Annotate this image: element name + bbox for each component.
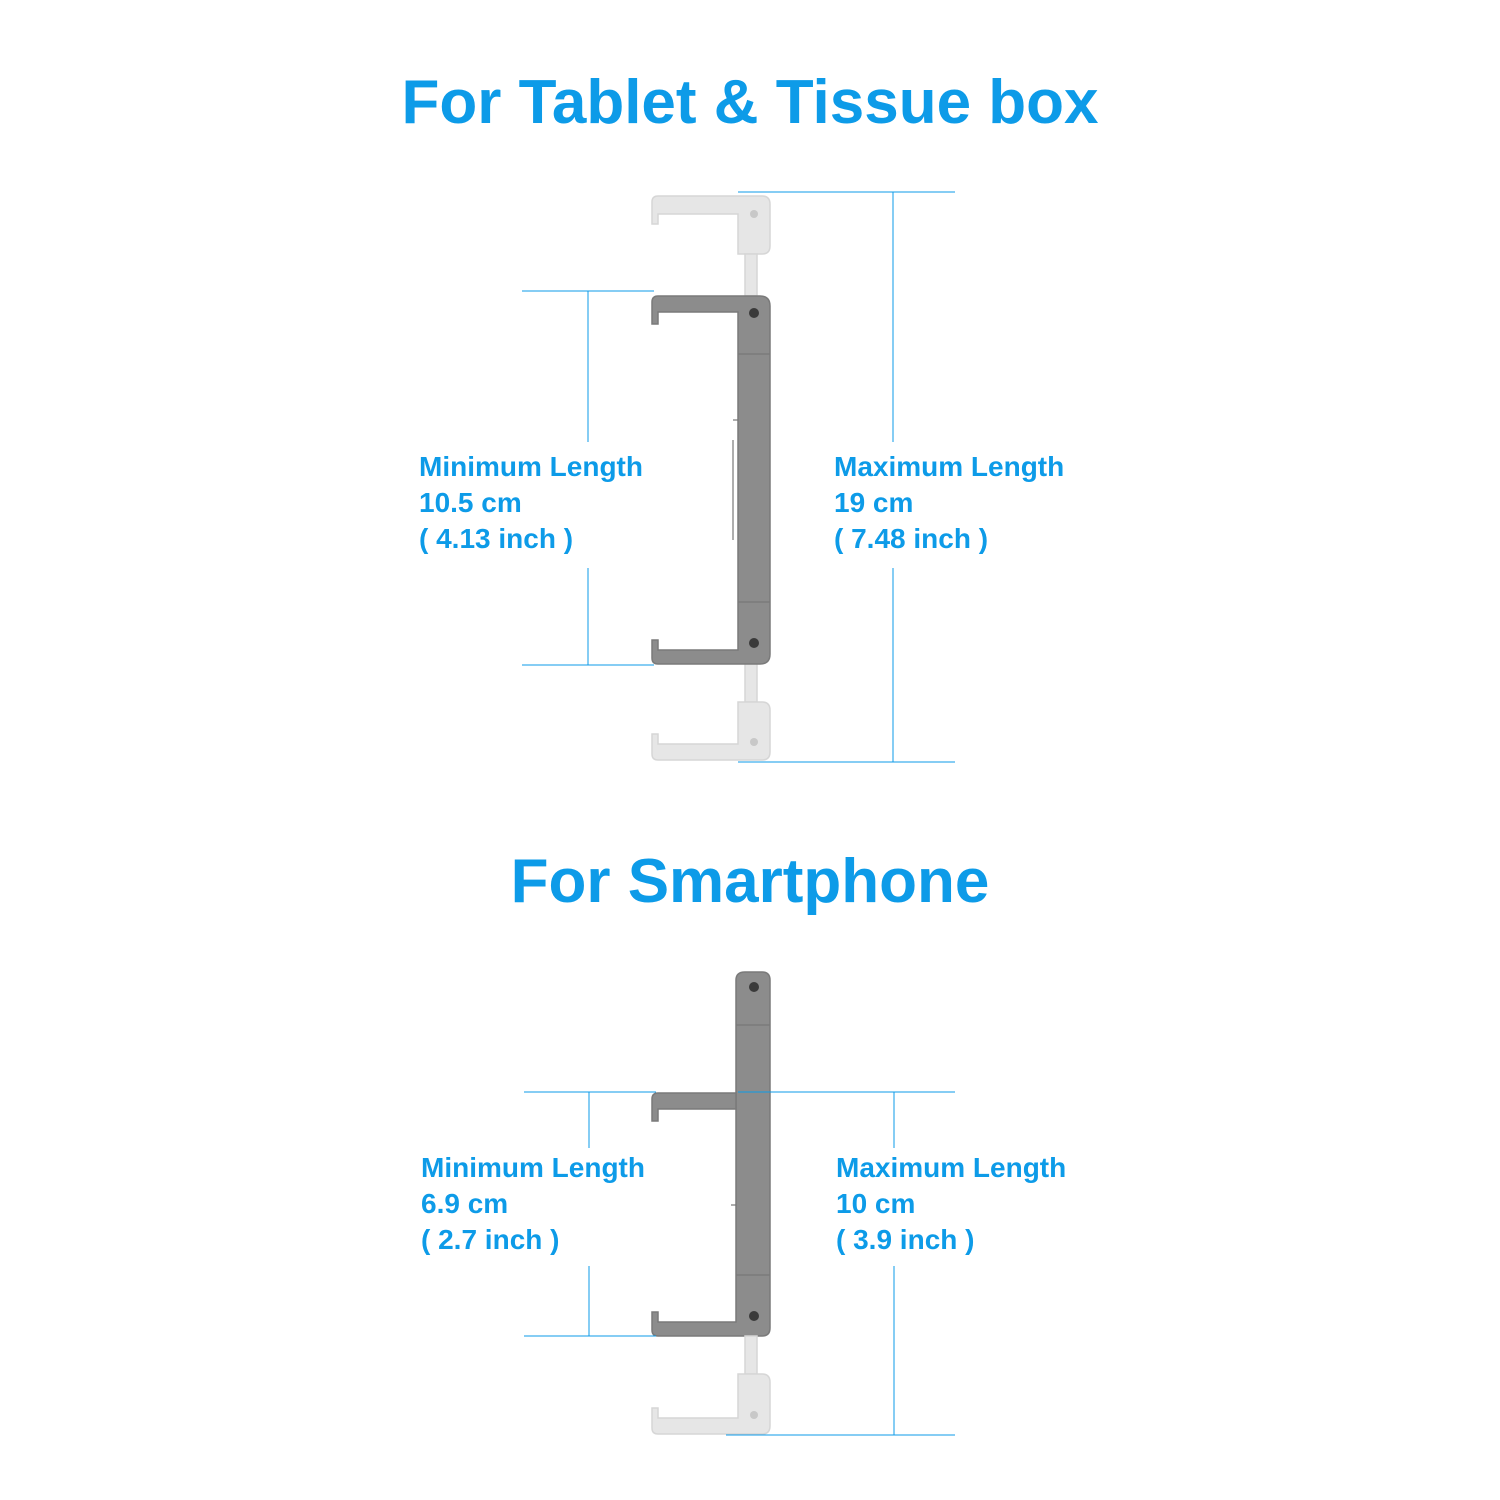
minimum-length-imperial: ( 2.7 inch ) xyxy=(421,1224,560,1255)
minimum-length-metric: 10.5 cm xyxy=(419,487,522,518)
maximum-length-dimension xyxy=(738,191,955,763)
minimum-length-dimension xyxy=(524,1091,656,1337)
maximum-length-metric: 10 cm xyxy=(836,1188,916,1219)
section-title-smartphone: For Smartphone xyxy=(510,847,990,916)
screw-icon xyxy=(749,638,759,648)
minimum-length-label: Minimum Length 6.9 cm ( 2.7 inch ) xyxy=(421,1150,645,1258)
maximum-length-imperial: ( 7.48 inch ) xyxy=(834,523,989,554)
screw-icon xyxy=(749,1311,759,1321)
screw-icon xyxy=(749,308,759,318)
phone-holder-body xyxy=(651,971,771,1337)
screw-icon xyxy=(750,1411,758,1419)
maximum-length-dimension xyxy=(726,1091,955,1436)
extended-top-clip xyxy=(651,195,771,297)
maximum-length-title: Maximum Length xyxy=(834,451,1065,482)
screw-icon xyxy=(749,982,759,992)
screw-icon xyxy=(750,738,758,746)
extended-bottom-clip xyxy=(651,661,771,761)
minimum-length-label: Minimum Length 10.5 cm ( 4.13 inch ) xyxy=(419,449,643,557)
minimum-length-title: Minimum Length xyxy=(421,1152,645,1183)
extended-bottom-clip xyxy=(651,1335,771,1435)
maximum-length-label: Maximum Length 10 cm ( 3.9 inch ) xyxy=(836,1150,1066,1258)
minimum-length-dimension xyxy=(522,290,654,666)
minimum-length-title: Minimum Length xyxy=(419,451,643,482)
section-title-tablet: For Tablet & Tissue box xyxy=(401,68,1099,137)
minimum-length-metric: 6.9 cm xyxy=(421,1188,509,1219)
maximum-length-title: Maximum Length xyxy=(836,1152,1067,1183)
maximum-length-metric: 19 cm xyxy=(834,487,914,518)
holder-body xyxy=(651,295,771,665)
maximum-length-label: Maximum Length 19 cm ( 7.48 inch ) xyxy=(834,449,1064,557)
minimum-length-imperial: ( 4.13 inch ) xyxy=(419,523,574,554)
screw-icon xyxy=(750,210,758,218)
maximum-length-imperial: ( 3.9 inch ) xyxy=(836,1224,975,1255)
